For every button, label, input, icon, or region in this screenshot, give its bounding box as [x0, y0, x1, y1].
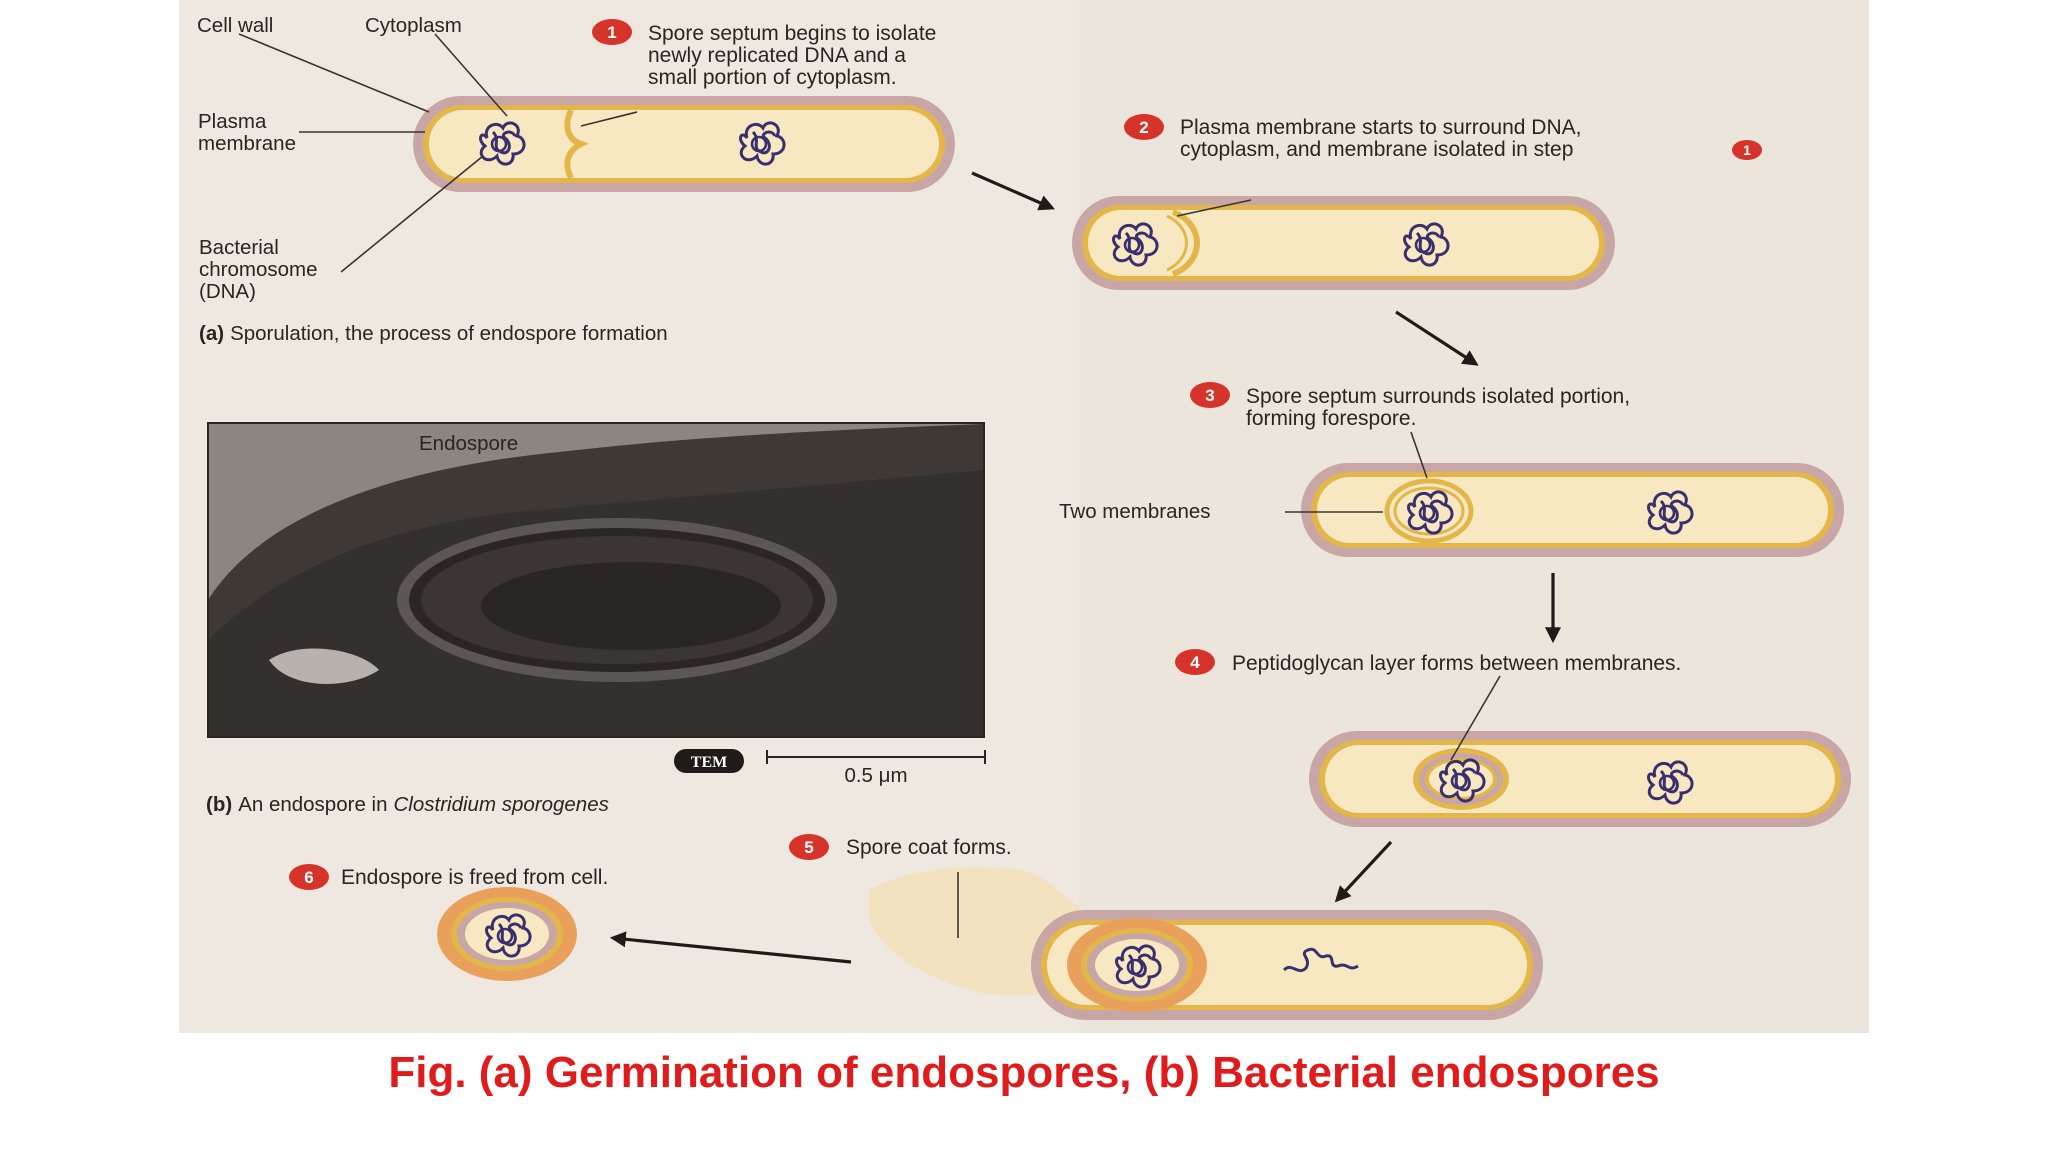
- svg-text:Endospore is freed from cell.: Endospore is freed from cell.: [341, 866, 608, 889]
- cell-step-1: [413, 96, 955, 192]
- tem-badge: TEM: [674, 749, 744, 773]
- step-3: 3 Spore septum surrounds isolated portio…: [1190, 382, 1630, 430]
- step-1-badge: [592, 19, 632, 45]
- svg-text:newly replicated DNA and a: newly replicated DNA and a: [648, 44, 906, 67]
- free-endospore: [437, 887, 577, 981]
- svg-text:Plasma membrane starts to surr: Plasma membrane starts to surround DNA,: [1180, 116, 1581, 139]
- svg-text:Spore coat forms.: Spore coat forms.: [846, 836, 1012, 859]
- cell-step-4: [1309, 731, 1851, 827]
- svg-text:cytoplasm, and membrane isolat: cytoplasm, and membrane isolated in step: [1180, 138, 1573, 161]
- step-2-badge: [1124, 114, 1164, 140]
- scale-bar: 0.5 μm: [766, 750, 986, 787]
- step-5: 5 Spore coat forms.: [789, 834, 1012, 860]
- arrow-5-to-6: [609, 931, 852, 964]
- label-plasma-membrane-1: Plasma: [198, 110, 267, 133]
- arrow-2-to-3: [1395, 310, 1479, 366]
- label-chromosome-1: Bacterial: [199, 236, 279, 259]
- step-3-badge: [1190, 382, 1230, 408]
- svg-text:4: 4: [1190, 653, 1200, 672]
- arrow-4-to-5: [1334, 840, 1393, 903]
- step-2: 2 Plasma membrane starts to surround DNA…: [1124, 114, 1762, 161]
- svg-text:6: 6: [304, 868, 313, 887]
- svg-text:1: 1: [1743, 142, 1751, 158]
- step-6: 6 Endospore is freed from cell.: [289, 864, 608, 890]
- cell-step-5: [869, 867, 1543, 1020]
- step-6-badge: [289, 864, 329, 890]
- svg-text:5: 5: [804, 838, 813, 857]
- label-cytoplasm: Cytoplasm: [365, 14, 462, 37]
- svg-text:2: 2: [1139, 118, 1148, 137]
- svg-text:Spore septum begins to isolate: Spore septum begins to isolate: [648, 22, 936, 45]
- svg-text:TEM: TEM: [691, 754, 727, 771]
- cell-step-3: [1301, 463, 1844, 557]
- label-chromosome-3: (DNA): [199, 280, 256, 303]
- step-1: 1 Spore septum begins to isolate newly r…: [592, 19, 936, 89]
- label-chromosome-2: chromosome: [199, 258, 318, 281]
- step-4-badge: [1175, 649, 1215, 675]
- svg-text:Spore septum surrounds isolate: Spore septum surrounds isolated portion,: [1246, 385, 1630, 408]
- svg-text:Peptidoglycan layer forms betw: Peptidoglycan layer forms between membra…: [1232, 652, 1681, 675]
- svg-text:small portion of cytoplasm.: small portion of cytoplasm.: [648, 66, 897, 89]
- svg-text:1: 1: [607, 23, 616, 42]
- svg-text:3: 3: [1205, 386, 1214, 405]
- arrow-1-to-2: [971, 171, 1055, 211]
- figure-panel: Cell wall Cytoplasm Plasma membrane Bact…: [179, 0, 1869, 1033]
- svg-text:forming forespore.: forming forespore.: [1246, 407, 1416, 430]
- label-cell-wall: Cell wall: [197, 14, 273, 37]
- svg-text:0.5 μm: 0.5 μm: [844, 764, 907, 787]
- label-endospore: Endospore: [419, 432, 518, 455]
- step-2-ref-badge: [1732, 140, 1762, 160]
- tem-micrograph: Endospore: [207, 422, 985, 738]
- label-two-membranes: Two membranes: [1059, 500, 1211, 523]
- cell-step-2: [1072, 196, 1615, 290]
- panel-a-caption: (a)Sporulation, the process of endospore…: [199, 322, 668, 345]
- label-plasma-membrane-2: membrane: [198, 132, 296, 155]
- sporulation-diagram: Cell wall Cytoplasm Plasma membrane Bact…: [179, 0, 1869, 1033]
- figure-caption: Fig. (a) Germination of endospores, (b) …: [388, 1048, 1660, 1097]
- step-4: 4 Peptidoglycan layer forms between memb…: [1175, 649, 1681, 675]
- step-5-badge: [789, 834, 829, 860]
